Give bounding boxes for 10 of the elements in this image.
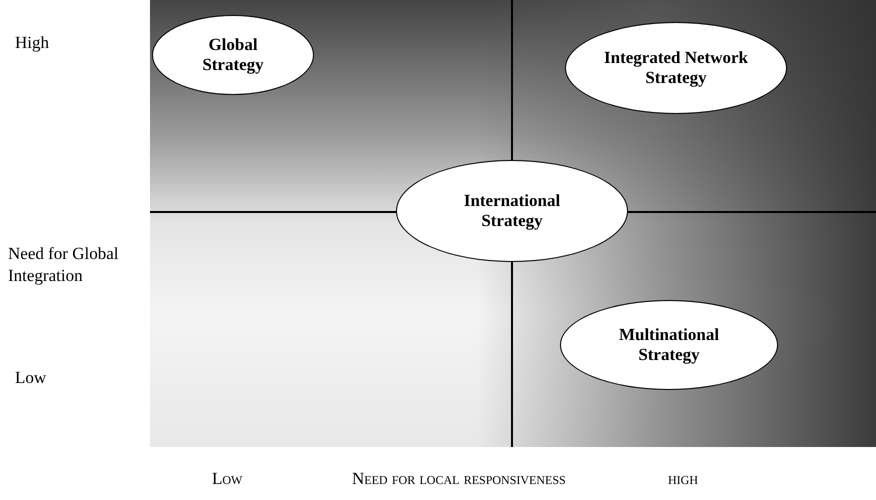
axis-label: high [668,468,699,490]
strategy-label: International Strategy [462,190,562,232]
axis-label: Low [212,468,244,490]
strategy-label: Multinational Strategy [618,324,720,366]
strategy-label: Global Strategy [201,34,265,76]
axis-label: Low [15,367,48,389]
strategy-label: Integrated Network Strategy [603,48,749,88]
axis-label: High [15,32,50,54]
axis-label: Need for Global Integration [8,243,120,288]
axis-label: Need for local responsiveness [352,468,567,490]
